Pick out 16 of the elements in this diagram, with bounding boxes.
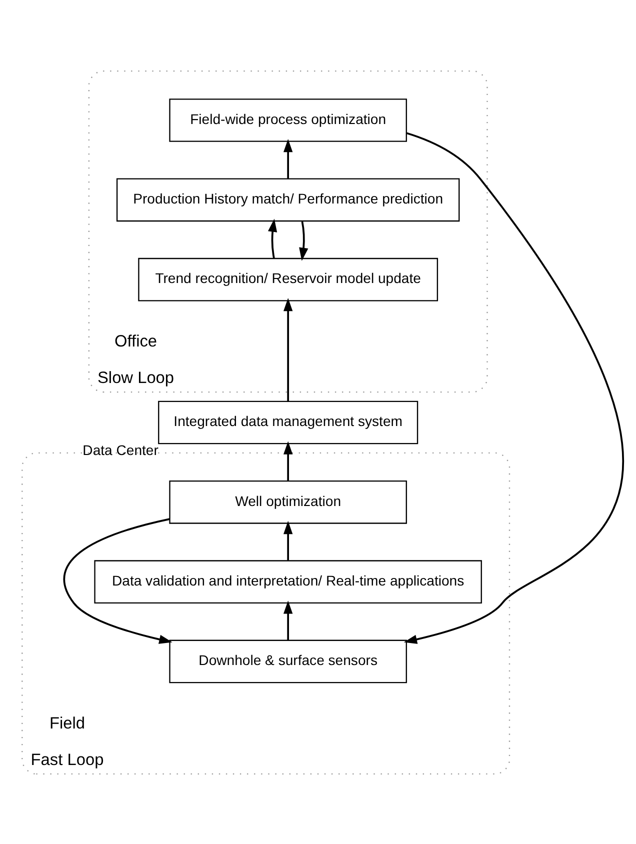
- arrow: [283, 138, 293, 178]
- node-box: Integrated data management system: [158, 400, 418, 444]
- arrow: [283, 440, 293, 480]
- arrow: [404, 132, 623, 644]
- arrow: [299, 220, 308, 260]
- arrow: [283, 600, 293, 640]
- node-box: Data validation and interpretation/ Real-time applications: [94, 560, 482, 603]
- arrow: [63, 518, 172, 644]
- node-box: Production History match/ Performance prediction: [116, 178, 460, 222]
- node-box: Trend recognition/ Reservoir model update: [138, 257, 438, 301]
- node-box: Field-wide process optimization: [169, 98, 407, 142]
- arrow: [268, 218, 278, 258]
- node-box: Downhole & surface sensors: [169, 639, 407, 683]
- arrow: [283, 520, 293, 560]
- node-box: Well optimization: [169, 480, 407, 524]
- arrow: [283, 298, 293, 401]
